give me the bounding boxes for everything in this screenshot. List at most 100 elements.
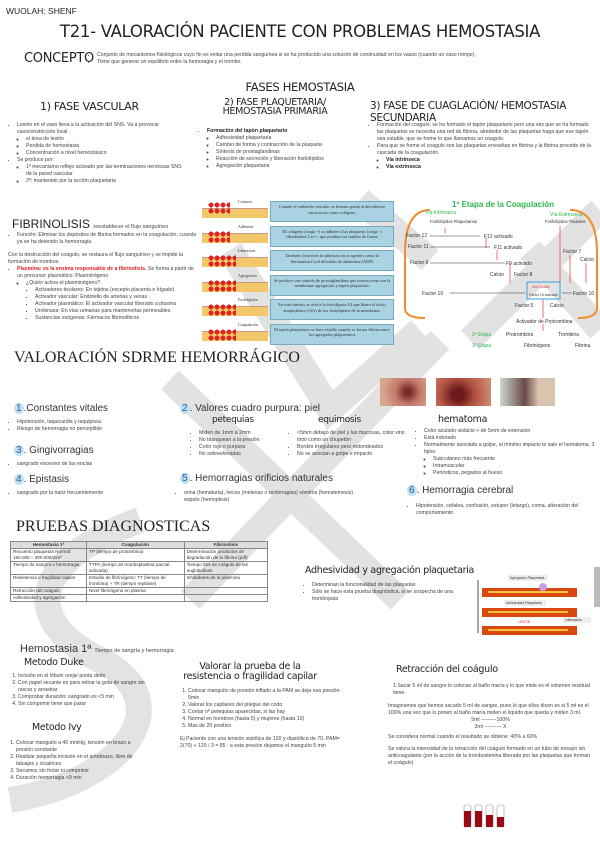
fase-coagulacion-title: 3) FASE DE CUAGLACIÓN/ HEMOSTASIA SECUND…	[370, 100, 567, 124]
fase-vascular-title: 1) FASE VASCULAR	[40, 100, 139, 113]
fibrinolisis-body: Función: Eliminar los depósitos de fibri…	[8, 232, 198, 322]
table-cell	[86, 594, 185, 602]
fig-label: LESIÓN	[518, 619, 531, 624]
cascade-label: 3º Etapa	[472, 343, 491, 349]
pruebas-title: PRUEBAS DIAGNOSTICAS	[16, 518, 211, 535]
fig-label: Adhesividad Plaquetaria	[506, 601, 542, 605]
retraccion-body: 1.Sacar 5 ml de sangre lo colocan al bañ…	[388, 683, 590, 766]
cascade-label: Vía Común	[532, 285, 550, 289]
step-description: Cuando el endotelio vascular se lesiona …	[270, 201, 394, 222]
petequias-title: petequias	[212, 415, 254, 425]
adhesividad-figure: Agregación Plaquetaria Adhesividad Plaqu…	[477, 567, 600, 635]
platelet-cluster-image	[208, 279, 236, 292]
cascade-label: Factor 10	[422, 291, 443, 297]
valoracion-s3-list: sangrado excesivo de las encías	[8, 461, 168, 468]
valoracion-s2-title: 2. Valores cuadro purpura: piel	[180, 403, 321, 414]
cascade-title: 1º Etapa de la Coagulación	[452, 200, 554, 209]
step-label: Contacto	[238, 199, 253, 204]
step-label: Adhesión	[238, 223, 254, 229]
fases-title: FASES HEMOSTASIA	[245, 80, 355, 94]
equimosis-list: <5mm debajo de piel y las mucosas, color…	[288, 430, 413, 458]
table-cell: TP (tiempo de protombina)	[86, 548, 185, 562]
cascade-label: Factor 8	[514, 272, 533, 278]
ivy-list: Colocar manguito a 40 mmHg, tensión en b…	[8, 740, 143, 782]
table-row: Recuento plaquetas Normal: 150.000 – 300…	[9, 548, 269, 562]
platelet-steps-figure: Contacto Cuando el endotelio vascular se …	[202, 199, 395, 348]
fragilidad-list: Colocar manguito de presión inflado a la…	[180, 688, 340, 750]
table-cell: Recuento plaquetas Normal: 150.000 – 300…	[9, 548, 88, 562]
fase-coagulacion-list: Formación del coagulo: se ha formado el …	[368, 122, 593, 171]
cascade-label: Fibrina	[575, 343, 591, 349]
fibrinolisis-title: FIBRINOLISIS reestablecer el flujo sangu…	[12, 217, 169, 231]
table-cell: Estudio de fibrinógeno: TT (tiempo de tr…	[86, 574, 185, 588]
cascade-label: Fosfolípidos Tisulares	[545, 219, 586, 224]
cascade-label: Factor 10 activado	[529, 293, 558, 297]
retraccion-title: Retracción del coágulo	[396, 664, 498, 675]
hematoma-list: Color azulado violácio > de 5mm de exten…	[415, 428, 600, 477]
cascade-label: 2º Etapa	[472, 332, 491, 338]
cascade-label: Calcio	[580, 257, 594, 263]
hematoma-title: hematoma	[438, 414, 488, 425]
table-header: Hemostasia 1ª	[9, 541, 88, 549]
petequias-list: Miden de 1mm a 2mmNo blanquean a la pres…	[190, 430, 280, 458]
table-row: Adhesividad y agregación	[9, 594, 269, 602]
fase-vascular-list: Lesión en el vaso lleva a la activación …	[8, 122, 183, 185]
valoracion-s5-list: orina (hematuria), heces (melenas o rect…	[175, 490, 365, 504]
table-cell: Adhesividad y agregación	[9, 594, 88, 602]
step-label: Fosfolípidos	[238, 297, 259, 302]
cascade-label: Factor 12	[406, 233, 427, 239]
cascade-label: Protrombina	[506, 332, 533, 338]
adhesividad-title: Adhesividad y agregación plaquetaria	[305, 565, 475, 576]
cascade-label: Factor 10	[573, 291, 594, 297]
fig-label: Inflamación	[565, 618, 582, 622]
cascade-label: F11 activado	[494, 245, 522, 251]
duke-title: Metodo Duke	[24, 657, 84, 668]
valoracion-s6-title: 6. Hemorragia cerebral	[407, 485, 514, 496]
valoracion-s3-title: 3. Gingivorragias	[14, 445, 94, 456]
table-cell	[183, 594, 269, 602]
page-title: T21- VALORACIÓN PACIENTE CON PROBLEMAS H…	[59, 22, 541, 41]
table-cell: Nivel fibrinógeno en plasma	[86, 587, 185, 595]
table-cell	[183, 587, 269, 595]
valoracion-title: VALORACIÓN SDRME HEMORRÁGICO	[14, 349, 300, 366]
valoracion-s5-title: 5. Hemorragias orificios naturales	[180, 473, 333, 484]
step-description: También favorecen la adhesión otros agen…	[270, 250, 394, 271]
duke-list: Incisión en el lóbulo oreja/ punta dedoC…	[10, 673, 145, 708]
concepto-list: Conjunto de mecanismos fisiológicos cuyo…	[88, 52, 598, 66]
step-description: El colágeno (carga +) se adhiere a las p…	[270, 225, 394, 247]
step-description: El tapón plaquetario se hace estable cua…	[270, 323, 394, 345]
platelet-cluster-image	[208, 202, 230, 214]
platelet-step: Agregación Se produce una síntesis de pro…	[202, 272, 395, 296]
table-cell: TTPA (tiempo de tromboplastina parcial a…	[86, 561, 185, 575]
photo-hematoma	[500, 378, 555, 406]
step-label: Agregación	[238, 272, 257, 278]
table-cell: Resistencia o fragilidad capilar	[9, 574, 88, 588]
step-description: Se produce una síntesis de prostaglandin…	[270, 274, 394, 296]
platelet-cluster-image	[208, 230, 230, 243]
platelet-cluster-image	[208, 255, 236, 267]
cascade-label: Trombina	[558, 332, 579, 338]
platelet-cluster-image	[208, 328, 236, 341]
cascade-label: Activador de Protrombina	[516, 319, 573, 325]
cascade-label: Calcio	[490, 272, 504, 278]
coagulation-cascade-diagram: 1º Etapa de la Coagulación Vía Intrínsec…	[404, 200, 598, 349]
cascade-label: Factor 5	[515, 303, 534, 309]
table-cell: Retracción del coágulo	[9, 587, 88, 595]
cascade-label: F12 activado	[484, 234, 513, 240]
concepto-item: Conjunto de mecanismos fisiológicos cuyo…	[97, 52, 598, 59]
cascade-label: Fosfolípidos Plaquetarios	[430, 219, 477, 224]
table-cell: Tiempo lisis de coágulo de las euglobuli…	[183, 561, 269, 575]
photo-equimosis	[436, 378, 491, 406]
ivy-title: Metodo Ivy	[32, 722, 82, 733]
fase-plaquetaria-list: Formación del tapón plaquetario Adhesivi…	[198, 128, 358, 170]
valoracion-s4-list: sangrado por la nariz frecuentemente	[8, 490, 168, 497]
cascade-label: Factor 7	[563, 249, 582, 255]
cascade-label: Factor 11	[408, 244, 429, 250]
fragilidad-title: Valorar la prueba de la resistencia o fr…	[183, 661, 317, 682]
table-header: Coagulación	[86, 541, 185, 549]
